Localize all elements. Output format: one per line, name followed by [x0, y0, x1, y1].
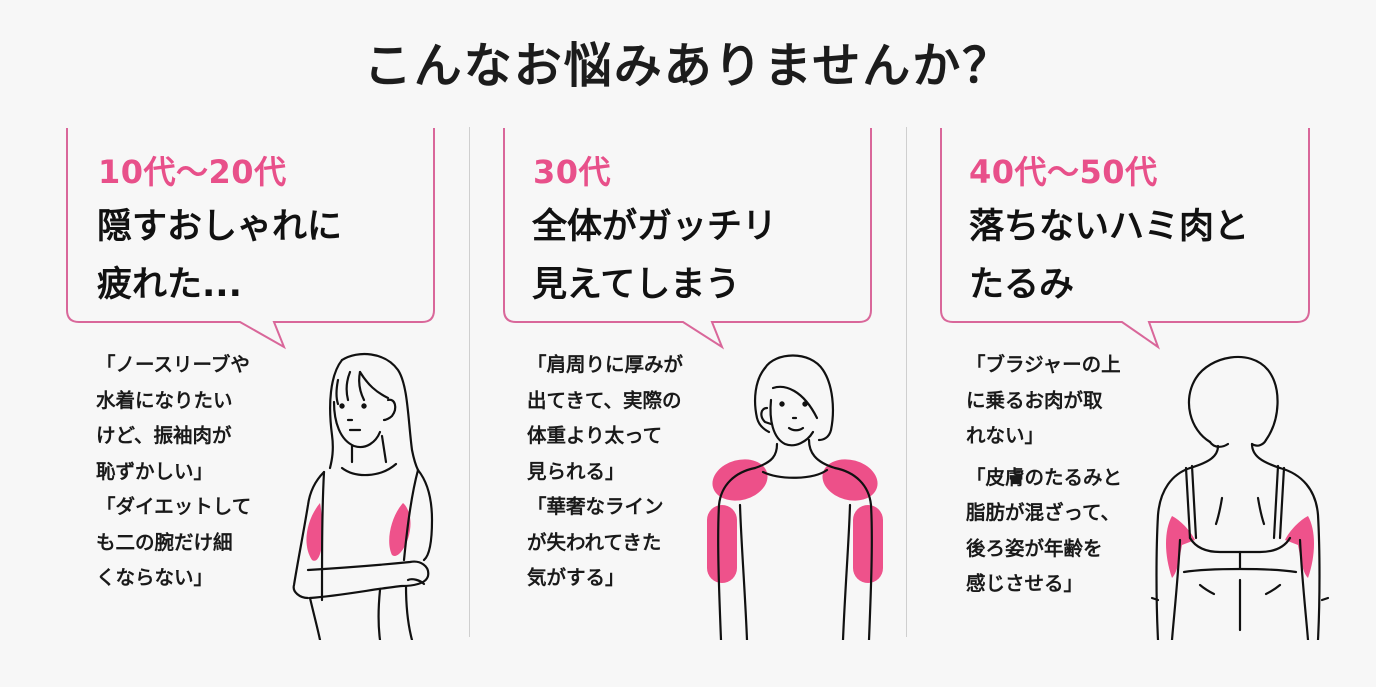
- quote-line: が失われてきた: [527, 530, 662, 554]
- quotes: 「肩周りに厚みが 出てきて、実際の 体重より太って 見られる」 「華奢なライン …: [527, 347, 683, 596]
- panel-teens-twenties: 10代〜20代 隠すおしゃれに 疲れた... 「ノースリーブや 水着になりたい …: [0, 0, 469, 687]
- quote-line: 水着になりたい: [96, 388, 233, 412]
- age-label: 10代〜20代: [98, 153, 287, 191]
- quote-line: 「ノースリーブや: [96, 353, 250, 376]
- speech-bubble: [503, 128, 872, 350]
- speech-bubble: [940, 128, 1310, 350]
- quote-line: 見られる」: [527, 459, 625, 483]
- quote-line: 出てきて、実際の: [527, 388, 682, 412]
- headline-line: 全体がガッチリ: [532, 207, 778, 247]
- quotes: 「ノースリーブや 水着になりたい けど、振袖肉が 恥ずかしい」 「ダイエットして…: [96, 347, 251, 596]
- headline-line: 疲れた...: [97, 265, 242, 305]
- quote-line: 気がする」: [527, 566, 625, 589]
- headline-line: 隠すおしゃれに: [97, 207, 343, 247]
- headline-line: たるみ: [969, 265, 1075, 305]
- quote-line: 恥ずかしい」: [96, 459, 214, 483]
- quote-line: 「ブラジャーの上: [966, 353, 1121, 376]
- headline: 隠すおしゃれに 疲れた...: [97, 198, 342, 314]
- age-label: 30代: [533, 153, 612, 191]
- quote-line: 「肩周りに厚みが: [527, 353, 684, 376]
- page-title: こんなお悩みありませんか？: [363, 38, 1013, 94]
- quote-line: 感じさせる」: [966, 572, 1084, 595]
- woman-arms-crossed-front-icon: [292, 353, 434, 640]
- quotes: 「ブラジャーの上 に乗るお肉が取 れない」 「皮膚のたるみと 脂肪が混ざって、 …: [966, 347, 1122, 602]
- woman-front-short-hair-icon: [707, 354, 883, 640]
- age-label: 40代〜50代: [969, 153, 1158, 191]
- headline: 全体がガッチリ 見えてしまう: [532, 198, 777, 314]
- woman-back-view-bra-icon: [1150, 355, 1330, 640]
- quote-line: 「華奢なライン: [527, 495, 664, 518]
- quote-line: 脂肪が混ざって、: [966, 501, 1121, 524]
- quote-line: けど、振袖肉が: [96, 424, 232, 447]
- column-divider: [469, 127, 470, 637]
- quote-line: 後ろ姿が年齢を: [966, 536, 1103, 560]
- speech-bubble: [66, 128, 435, 350]
- column-divider: [906, 127, 907, 637]
- quote-line: に乗るお肉が取: [966, 388, 1103, 412]
- quote-line: も二の腕だけ細: [96, 530, 233, 554]
- quote-line: 「ダイエットして: [96, 495, 252, 518]
- quote-line: れない」: [966, 424, 1045, 447]
- quote-line: くならない」: [96, 566, 214, 589]
- headline-line: 落ちないハミ肉と: [969, 207, 1250, 247]
- quote-line: 「皮膚のたるみと: [966, 465, 1123, 489]
- quote-line: 体重より太って: [527, 424, 663, 447]
- headline-line: 見えてしまう: [532, 265, 741, 305]
- panel-thirties: 30代 全体がガッチリ 見えてしまう 「肩周りに厚みが 出てきて、実際の 体重よ…: [503, 128, 883, 640]
- headline: 落ちないハミ肉と たるみ: [969, 198, 1249, 314]
